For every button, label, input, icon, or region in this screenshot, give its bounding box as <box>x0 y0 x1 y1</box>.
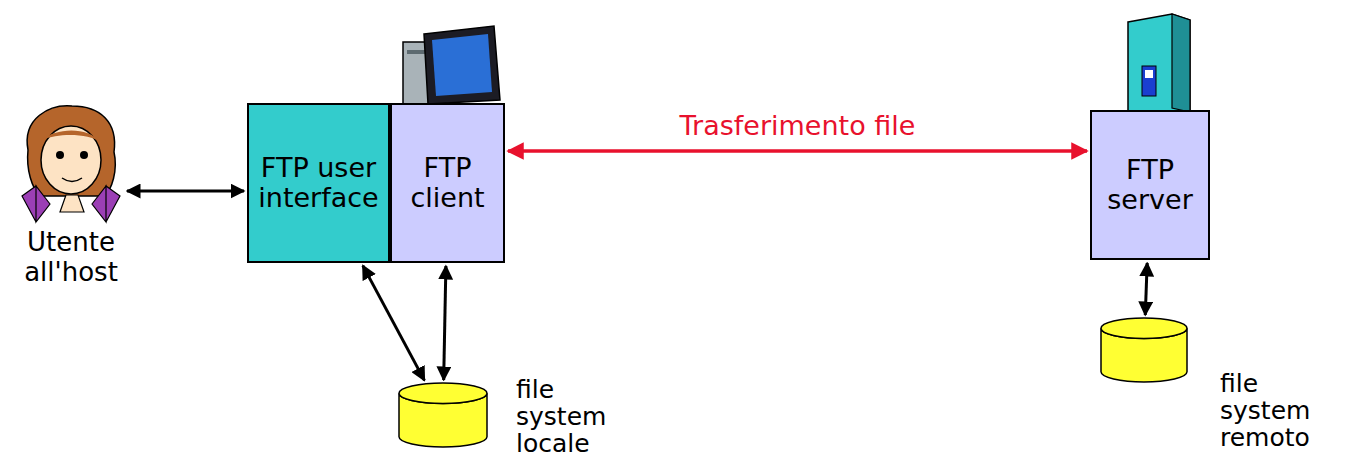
box-label: FTP server <box>1107 155 1192 215</box>
box-label: FTP client <box>410 153 484 213</box>
edge-label: Trasferimento file <box>676 111 920 141</box>
transfer-arrow <box>508 149 1087 153</box>
user-figure-node: Utente all'host <box>18 112 124 222</box>
cylinder-outline <box>1100 318 1188 382</box>
client-box: FTP client <box>390 103 505 263</box>
cylinder-outline <box>398 383 488 447</box>
connector-arrow <box>127 190 244 193</box>
user-interface-box: FTP user interface <box>247 103 390 263</box>
caption-label: Utente all'host <box>4 228 138 288</box>
connector-arrow <box>444 266 446 380</box>
server-box: FTP server <box>1090 110 1210 260</box>
cylinder-top <box>399 383 487 403</box>
connector-arrow <box>1145 263 1147 315</box>
disk-cylinder: file system locale <box>398 383 488 447</box>
caption-label: file system locale <box>516 376 606 457</box>
server-icon <box>1128 14 1190 112</box>
disk-cylinder: file system remoto <box>1100 318 1188 382</box>
cylinder-top <box>1101 318 1187 338</box>
user-figure <box>22 106 120 222</box>
box-label: FTP user interface <box>258 153 378 213</box>
connector-arrow <box>363 266 425 381</box>
caption-label: file system remoto <box>1220 370 1310 451</box>
computer-icon <box>403 26 500 108</box>
